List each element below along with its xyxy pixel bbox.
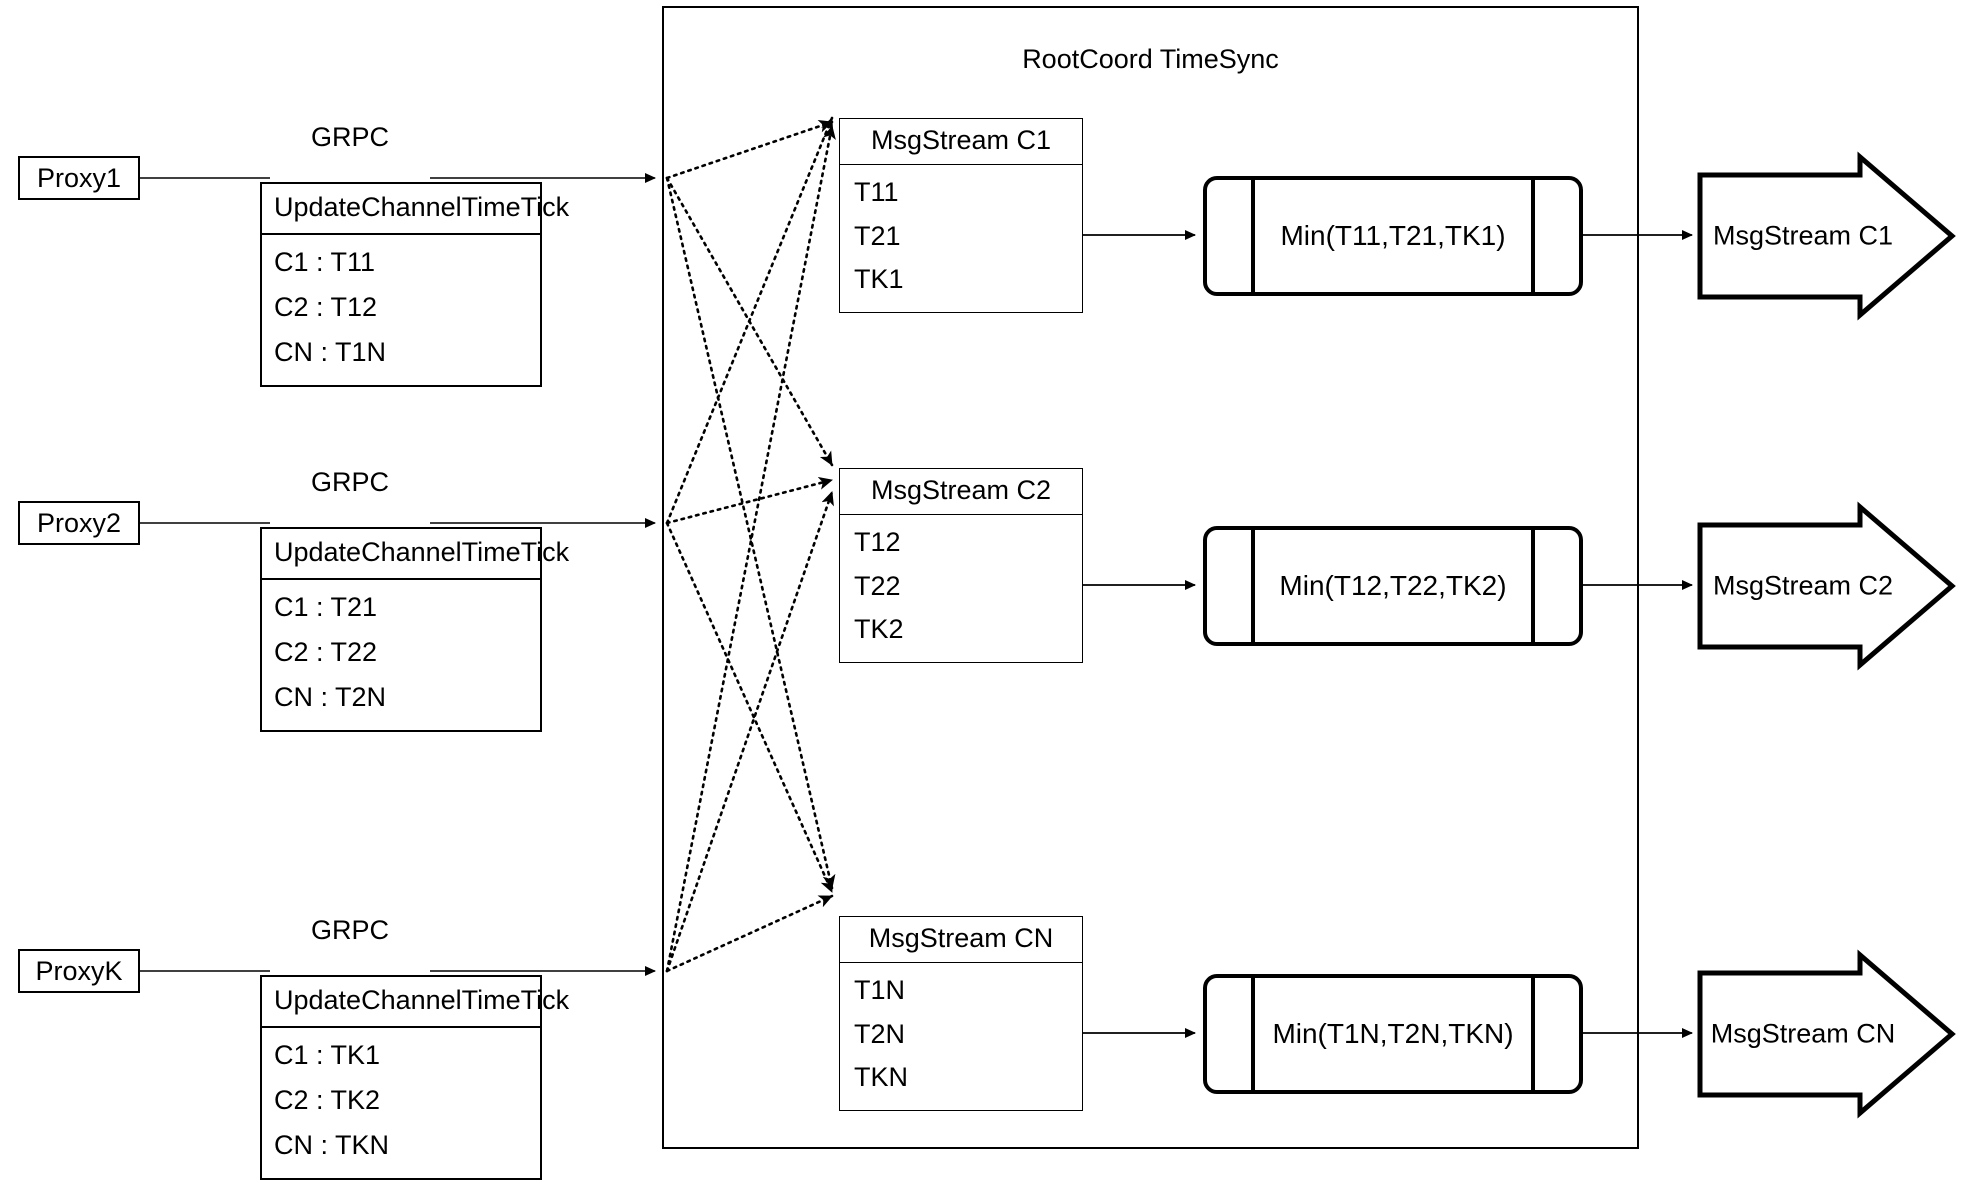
msgstream-row: TK2 bbox=[854, 614, 904, 645]
table-row: C1 : T21 bbox=[274, 592, 378, 623]
msgstream-body: T11 T21 TK1 bbox=[840, 165, 1082, 312]
msgstream-row: TKN bbox=[854, 1062, 908, 1093]
output-msgstream-cn[interactable]: MsgStream CN bbox=[1700, 974, 1952, 1094]
output-msgstream-c1[interactable]: MsgStream C1 bbox=[1700, 176, 1952, 296]
table-row: CN : T2N bbox=[274, 681, 387, 712]
min-process-c1[interactable]: Min(T11,T21,TK1) bbox=[1203, 176, 1583, 296]
rootcoord-timesync-title: RootCoord TimeSync bbox=[1022, 44, 1279, 74]
msgstream-body: T1N T2N TKN bbox=[840, 963, 1082, 1110]
process-divider-left bbox=[1251, 180, 1255, 292]
output-arrow-label: MsgStream C1 bbox=[1712, 220, 1894, 251]
table-row: CN : T1N bbox=[274, 336, 387, 367]
msgstream-row: TK1 bbox=[854, 264, 904, 295]
table-body: C1 : T11 C2 : T12 CN : T1N bbox=[262, 235, 540, 385]
min-process-label: Min(T1N,T2N,TKN) bbox=[1272, 1018, 1514, 1049]
grpc-label-3: GRPC bbox=[310, 915, 389, 945]
table-row: C2 : T12 bbox=[274, 292, 378, 323]
msgstream-row: T21 bbox=[854, 220, 901, 251]
update-channel-timetick-table-1[interactable]: UpdateChannelTimeTick C1 : T11 C2 : T12 … bbox=[260, 182, 569, 387]
proxy-label: Proxy1 bbox=[36, 162, 122, 193]
min-process-c2[interactable]: Min(T12,T22,TK2) bbox=[1203, 526, 1583, 646]
output-arrow-label: MsgStream CN bbox=[1710, 1018, 1896, 1049]
msgstream-row: T1N bbox=[854, 974, 906, 1005]
msgstream-table-cn[interactable]: MsgStream CN T1N T2N TKN bbox=[839, 916, 1083, 1111]
process-divider-right bbox=[1531, 978, 1535, 1090]
grpc-label-1: GRPC bbox=[310, 122, 389, 152]
msgstream-table-c1[interactable]: MsgStream C1 T11 T21 TK1 bbox=[839, 118, 1083, 313]
process-divider-left bbox=[1251, 530, 1255, 642]
rootcoord-timesync-container bbox=[662, 6, 1639, 1149]
table-row: C1 : TK1 bbox=[274, 1040, 381, 1071]
msgstream-header: MsgStream C1 bbox=[840, 119, 1082, 165]
grpc-label-2: GRPC bbox=[310, 467, 389, 497]
msgstream-header: MsgStream C2 bbox=[840, 469, 1082, 515]
update-channel-timetick-table-3[interactable]: UpdateChannelTimeTick C1 : TK1 C2 : TK2 … bbox=[260, 975, 569, 1180]
table-row: C1 : T11 bbox=[274, 247, 376, 278]
msgstream-row: T12 bbox=[854, 526, 901, 557]
table-row: CN : TKN bbox=[274, 1129, 390, 1160]
proxy-box-2[interactable]: Proxy2 bbox=[18, 501, 140, 545]
output-arrow-label: MsgStream C2 bbox=[1712, 570, 1894, 601]
table-row: C2 : TK2 bbox=[274, 1085, 381, 1116]
update-channel-timetick-table-2[interactable]: UpdateChannelTimeTick C1 : T21 C2 : T22 … bbox=[260, 527, 569, 732]
table-header: UpdateChannelTimeTick bbox=[262, 184, 569, 235]
msgstream-row: T22 bbox=[854, 570, 901, 601]
msgstream-table-c2[interactable]: MsgStream C2 T12 T22 TK2 bbox=[839, 468, 1083, 663]
table-header: UpdateChannelTimeTick bbox=[262, 977, 569, 1028]
proxy-box-3[interactable]: ProxyK bbox=[18, 949, 140, 993]
table-body: C1 : T21 C2 : T22 CN : T2N bbox=[262, 580, 540, 730]
msgstream-header: MsgStream CN bbox=[840, 917, 1082, 963]
msgstream-row: T11 bbox=[854, 176, 899, 207]
table-body: C1 : TK1 C2 : TK2 CN : TKN bbox=[262, 1028, 540, 1178]
table-row: C2 : T22 bbox=[274, 637, 378, 668]
table-header: UpdateChannelTimeTick bbox=[262, 529, 569, 580]
process-divider-left bbox=[1251, 978, 1255, 1090]
msgstream-row: T2N bbox=[854, 1018, 906, 1049]
output-msgstream-c2[interactable]: MsgStream C2 bbox=[1700, 526, 1952, 646]
min-process-label: Min(T12,T22,TK2) bbox=[1279, 570, 1507, 601]
min-process-cn[interactable]: Min(T1N,T2N,TKN) bbox=[1203, 974, 1583, 1094]
process-divider-right bbox=[1531, 180, 1535, 292]
proxy-label: ProxyK bbox=[35, 955, 123, 986]
min-process-label: Min(T11,T21,TK1) bbox=[1280, 220, 1506, 251]
proxy-label: Proxy2 bbox=[36, 507, 122, 538]
proxy-box-1[interactable]: Proxy1 bbox=[18, 156, 140, 200]
process-divider-right bbox=[1531, 530, 1535, 642]
msgstream-body: T12 T22 TK2 bbox=[840, 515, 1082, 662]
